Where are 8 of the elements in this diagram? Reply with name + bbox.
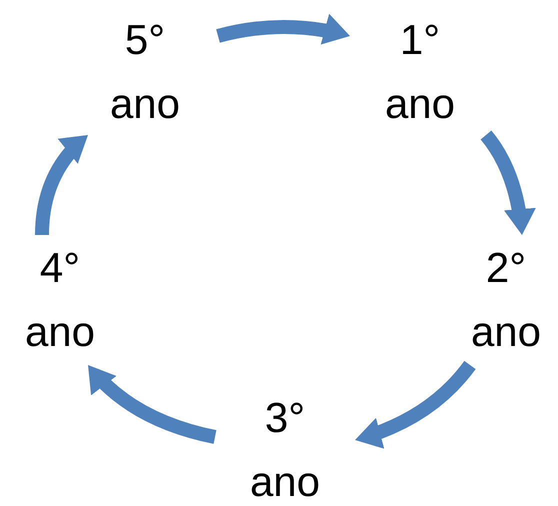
year-label: 3° ano [250, 393, 320, 506]
year-label: 1° ano [384, 14, 456, 128]
year-label: 2° ano [470, 243, 542, 357]
year-label: 4° ano [24, 243, 96, 357]
year-label: 5° ano [110, 14, 180, 128]
arrow [353, 360, 476, 448]
arrow [216, 14, 352, 46]
arrow [480, 130, 536, 236]
